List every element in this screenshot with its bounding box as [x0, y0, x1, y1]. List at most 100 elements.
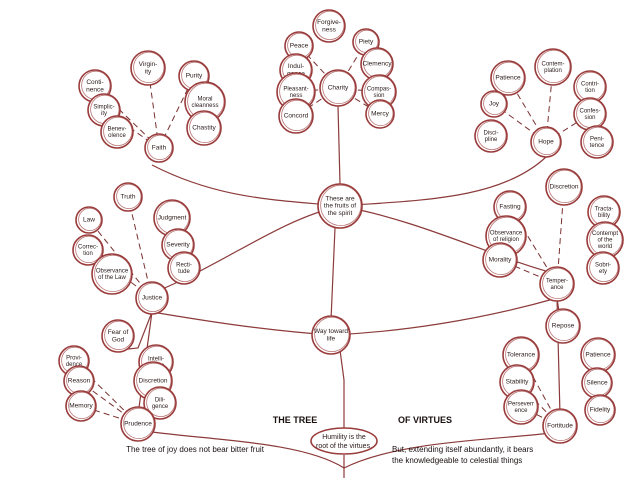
node-circle-inner: [506, 390, 538, 422]
node-circle: [312, 9, 346, 43]
node-circle: [586, 251, 620, 285]
node-circle-inner: [493, 61, 525, 94]
virtue-node-peace: Peace: [284, 31, 314, 61]
node-label: Perseverr: [508, 401, 534, 407]
node-label: tence: [590, 143, 605, 149]
branch-line: [343, 431, 561, 469]
node-label: Morality: [489, 257, 513, 264]
virtue-node-hope: Hope: [530, 126, 562, 158]
node-circle-inner: [483, 91, 507, 116]
node-circle-inner: [133, 51, 165, 84]
node-label: Fidelity: [590, 407, 611, 414]
node-label: Dili-: [155, 397, 165, 403]
node-label: Recti-: [176, 262, 192, 268]
node-label: Severity: [166, 242, 190, 249]
node-circle-inner: [533, 127, 561, 155]
branch-line: [151, 311, 332, 336]
node-label: ety: [599, 269, 607, 275]
root-label-line1: Humility is the: [322, 434, 366, 441]
node-label: ness: [290, 93, 303, 99]
node-circle-inner: [78, 207, 102, 231]
node-label: tude: [178, 269, 190, 275]
node-circle: [545, 168, 583, 206]
node-label: Fear of: [108, 329, 129, 336]
node-label: Way toward: [314, 328, 348, 335]
node-label: Tracta-: [595, 206, 614, 212]
node-label: Patience: [495, 75, 521, 82]
node-label: Mercy: [371, 111, 389, 118]
node-circle-inner: [542, 267, 574, 299]
node-label: of the: [597, 238, 613, 244]
branch-line: [337, 105, 341, 185]
node-label: tion: [83, 251, 93, 257]
node-label: Correc-: [78, 244, 98, 250]
node-label: Piety: [359, 39, 374, 46]
node-label: Discretion: [139, 378, 168, 385]
node-circle: [167, 251, 201, 285]
node-circle: [542, 408, 578, 444]
virtue-node-sobriety: Sobri-ety: [586, 251, 620, 285]
node-label: Peace: [290, 43, 309, 50]
root-node: Humility is the root of the virtues.: [310, 427, 378, 455]
virtue-node-fidelity: Fidelity: [584, 394, 616, 426]
node-label: Clemency: [363, 61, 393, 68]
root-ellipse: [310, 427, 378, 455]
node-circle-inner: [138, 282, 168, 312]
node-label: ance: [550, 285, 564, 291]
node-circle-inner: [146, 387, 176, 417]
node-label: Law: [83, 217, 95, 224]
virtue-node-discipline: Disci-pline: [474, 119, 508, 153]
virtue-node-concord: Concord: [278, 98, 314, 134]
virtue-node-penitence: Peni-tence: [580, 125, 614, 159]
node-circle: [278, 98, 314, 134]
node-circle-inner: [583, 126, 613, 156]
node-label: Fortitude: [547, 423, 573, 430]
node-circle: [144, 133, 174, 163]
virtue-node-patience-bottom: Patience: [580, 337, 616, 373]
virtue-node-memory: Memory: [65, 390, 97, 422]
node-label: These are: [325, 196, 355, 203]
node-label: nence: [86, 86, 104, 93]
node-label: Benev-: [107, 126, 126, 132]
node-label: Chastity: [192, 125, 216, 132]
virtue-node-rectitude: Recti-tude: [167, 251, 201, 285]
node-circle-inner: [123, 407, 155, 439]
node-circle: [482, 242, 518, 278]
virtue-node-charity: Charity: [319, 69, 357, 107]
node-label: Reason: [68, 378, 91, 385]
node-circle-inner: [103, 116, 133, 146]
virtue-node-prudence: Prudence: [120, 406, 156, 442]
node-circle-inner: [320, 184, 362, 226]
node-circle: [100, 115, 134, 149]
node-label: plation: [544, 68, 562, 74]
node-circle-inner: [94, 254, 132, 292]
node-circle-inner: [104, 320, 134, 350]
node-circle-inner: [147, 134, 173, 160]
virtue-node-reason: Reason: [63, 365, 95, 397]
node-circle-inner: [68, 391, 96, 419]
node-label: dence: [66, 362, 83, 368]
node-label: Faith: [152, 145, 167, 152]
node-label: Provi-: [66, 355, 82, 361]
virtue-node-repose: Repose: [545, 308, 581, 344]
branch-line: [339, 156, 547, 207]
node-circle: [317, 183, 363, 229]
node-label: ness: [322, 26, 336, 33]
node-label: Contri-: [581, 81, 599, 87]
node-label: Compas-: [367, 86, 391, 92]
node-label: ity: [145, 68, 152, 75]
node-label: cleanness: [191, 103, 218, 109]
node-label: Peni-: [590, 136, 604, 142]
node-circle: [120, 406, 156, 442]
node-label: Memory: [69, 403, 93, 410]
node-circle: [503, 389, 539, 425]
node-circle-inner: [322, 70, 356, 104]
node-label: Purity: [186, 73, 203, 80]
branch-line: [339, 349, 345, 428]
virtue-node-patience-top: Patience: [490, 60, 526, 96]
